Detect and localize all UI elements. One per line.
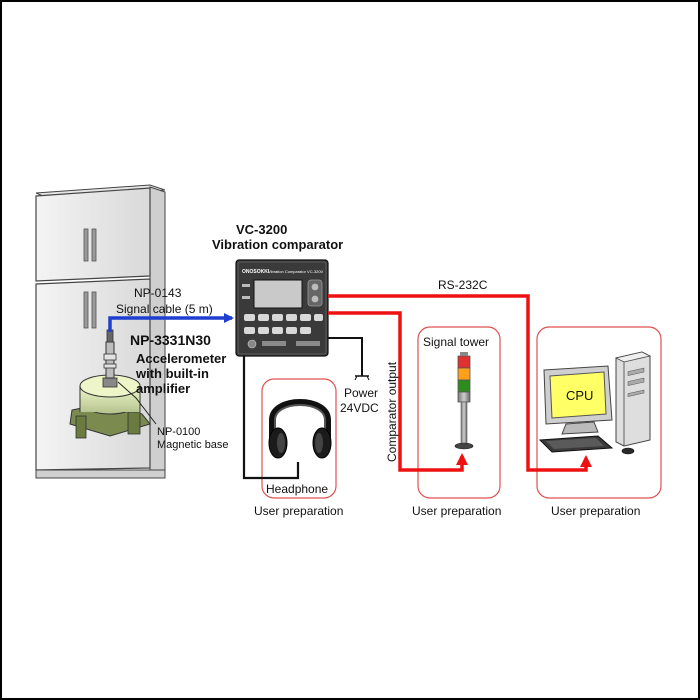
compressor (69, 374, 151, 439)
signal-tower-icon (454, 352, 474, 450)
power-line1: Power (344, 386, 378, 400)
cable-model-label: NP-0143 (134, 286, 182, 300)
rs232c-label: RS-232C (438, 278, 488, 292)
headphone-caption: User preparation (254, 504, 343, 518)
signal-cable-line (108, 313, 234, 332)
panel-title-label: Vibration Comparator VC-3200 (268, 269, 324, 274)
device-lcd-screen (253, 279, 303, 309)
cable-desc-label: Signal cable (5 m) (116, 302, 213, 316)
rs232c-line (328, 294, 592, 472)
comparator-output-line (328, 311, 468, 472)
power-cable (328, 337, 363, 376)
accelerometer-model-label: NP-3331N30 (130, 332, 211, 348)
magnetic-base-icon (102, 377, 118, 388)
device-name-title: Vibration comparator (212, 237, 343, 252)
computer-icon (538, 351, 652, 455)
panel-brand-label: ONOSOKKI (242, 269, 270, 275)
base-desc-label: Magnetic base (157, 439, 229, 451)
accelerometer-line1: Accelerometer (136, 351, 226, 366)
device-model-title: VC-3200 (236, 222, 287, 237)
computer-screen-label: CPU (566, 388, 593, 403)
comparator-output-label: Comparator output (385, 361, 399, 462)
signal-tower-label: Signal tower (423, 335, 489, 349)
computer-box (536, 326, 662, 499)
headphone-icon (268, 399, 332, 459)
signal-tower-caption: User preparation (412, 504, 501, 518)
vibration-comparator-device: ONOSOKKI Vibration Comparator VC-3200 (235, 259, 329, 357)
headphone-cable (242, 356, 300, 480)
signal-tower-box (417, 326, 501, 499)
base-model-label: NP-0100 (157, 426, 200, 438)
accelerometer-line3: amplifier (136, 381, 190, 396)
power-ground-icon (354, 375, 370, 381)
headphone-label: Headphone (266, 482, 328, 496)
computer-caption: User preparation (551, 504, 640, 518)
accelerometer-line2: with built-in (135, 366, 209, 381)
headphone-box (261, 378, 337, 499)
base-leader-line (117, 381, 157, 425)
accelerometer-icon (103, 329, 117, 379)
power-line2: 24VDC (340, 401, 379, 415)
